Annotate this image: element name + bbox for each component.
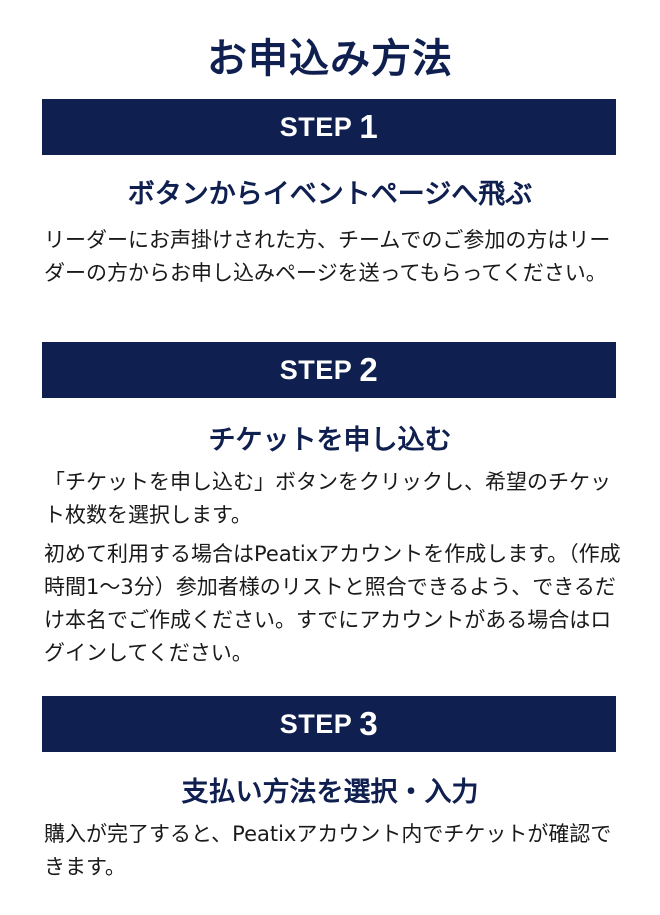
step-2-heading: チケットを申し込む [208, 425, 452, 456]
step-2-paragraph-1: 「チケットを申し込む」ボタンをクリックし、希望のチケット枚数を選択します。 [44, 470, 611, 527]
step-2-number: 2 [359, 351, 379, 388]
step-1-heading: ボタンからイベントページへ飛ぶ [127, 179, 533, 210]
step-1-banner: STEP 1 [42, 99, 616, 155]
step-3-heading: 支払い方法を選択・入力 [181, 777, 479, 808]
page-title: お申込み方法 [207, 36, 453, 82]
step-3-number: 3 [359, 705, 379, 742]
step-2-label: STEP [279, 354, 353, 385]
step-1-number: 1 [359, 108, 379, 145]
step-3-paragraph: 購入が完了すると、Peatixアカウント内でチケットが確認できます。 [44, 822, 612, 879]
step-2-paragraph-2: 初めて利用する場合はPeatixアカウントを作成します。（作成時間1〜3分）参加… [44, 542, 621, 665]
step-3-label: STEP [279, 708, 353, 739]
step-1-label: STEP [279, 111, 353, 142]
step-3-banner: STEP 3 [42, 696, 616, 752]
step-1-paragraph: リーダーにお声掛けされた方、チームでのご参加の方はリーダーの方からお申し込みペー… [44, 228, 611, 285]
step-2-banner: STEP 2 [42, 342, 616, 398]
